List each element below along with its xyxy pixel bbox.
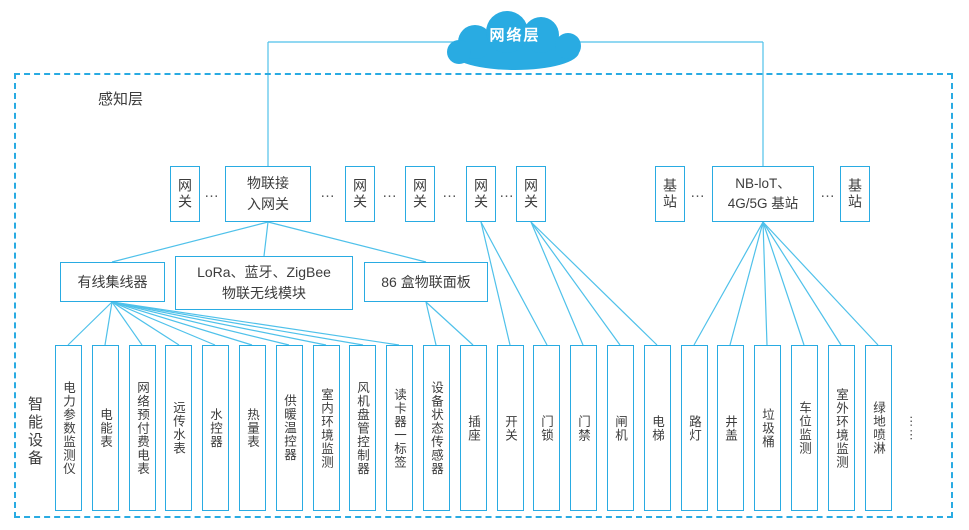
device-box: 绿地喷淋 [865,345,892,511]
device-label: 开关 [503,414,517,442]
gateway-label: 网关 [473,178,489,210]
device-label: 热量表 [245,407,259,449]
base-station-box: 基站 [655,166,685,222]
device-box: 电梯 [644,345,671,511]
device-label: 井盖 [723,414,737,442]
device-box: 井盖 [717,345,744,511]
device-box: 远传水表 [165,345,192,511]
gateway-box: 网关 [345,166,375,222]
base-station-label: 基站 [662,178,678,210]
device-box: …… [901,345,928,511]
gateway-box: 网关 [405,166,435,222]
device-label: 闸机 [613,414,627,442]
ellipsis: … [820,184,836,201]
device-box: 门禁 [570,345,597,511]
ellipsis: … [320,184,336,201]
device-box: 网络预付费电表 [129,345,156,511]
device-label: 门锁 [539,414,553,442]
device-box: 室外环境监测 [828,345,855,511]
device-box: 风机盘管控制器 [349,345,376,511]
iot-access-gateway-box: 物联接 入网关 [225,166,311,222]
device-label: 室外环境监测 [834,387,848,469]
base-station-label: 基站 [847,178,863,210]
device-box: 室内环境监测 [313,345,340,511]
device-box: 设备状态传感器 [423,345,450,511]
nb-base-station-box: NB-loT、 4G/5G 基站 [712,166,814,222]
device-label: 网络预付费电表 [135,380,149,476]
device-label: 插座 [466,414,480,442]
device-box: 车位监测 [791,345,818,511]
panel-86-label: 86 盒物联面板 [381,274,471,290]
device-box: 水控器 [202,345,229,511]
network-layer-label: 网络层 [489,27,541,44]
device-box: 读卡器一标签 [386,345,413,511]
device-label: 路灯 [687,414,701,442]
ellipsis: … [499,184,515,201]
device-box: 垃圾桶 [754,345,781,511]
device-box: 供暖温控器 [276,345,303,511]
ellipsis: … [204,184,220,201]
device-label: 绿地喷淋 [871,401,885,455]
device-label: 读卡器一标签 [392,387,406,469]
device-label: 室内环境监测 [319,387,333,469]
network-layer-cloud: 网络层 [425,10,605,76]
gateway-box: 网关 [516,166,546,222]
wired-hub-box: 有线集线器 [60,262,165,302]
device-box: 闸机 [607,345,634,511]
device-box: 热量表 [239,345,266,511]
device-label: 供暖温控器 [282,394,296,462]
gateway-label: 网关 [412,178,428,210]
device-box: 电力参数监测仪 [55,345,82,511]
ellipsis: … [690,184,706,201]
device-label: …… [907,414,922,442]
device-box: 开关 [497,345,524,511]
device-label: 水控器 [208,407,222,449]
device-box: 插座 [460,345,487,511]
device-label: 电梯 [650,414,664,442]
device-label: 门禁 [576,414,590,442]
panel-86-box: 86 盒物联面板 [364,262,488,302]
nb-base-station-label: NB-loT、 4G/5G 基站 [727,175,799,211]
smart-devices-label: 智能设备 [26,396,43,468]
ellipsis: … [442,184,458,201]
gateway-box: 网关 [466,166,496,222]
gateway-label: 网关 [523,178,539,210]
gateway-label: 网关 [177,178,193,210]
perception-layer-panel [14,73,953,518]
device-label: 电能表 [98,407,112,449]
device-label: 风机盘管控制器 [355,380,369,476]
wired-hub-label: 有线集线器 [77,274,148,290]
gateway-box: 网关 [170,166,200,222]
device-box: 门锁 [533,345,560,511]
device-box: 电能表 [92,345,119,511]
device-label: 电力参数监测仪 [61,380,75,476]
wireless-module-box: LoRa、蓝牙、ZigBee 物联无线模块 [175,256,353,310]
device-label: 远传水表 [171,401,185,455]
base-station-box: 基站 [840,166,870,222]
wireless-module-label: LoRa、蓝牙、ZigBee 物联无线模块 [197,264,331,301]
device-box: 路灯 [681,345,708,511]
iot-access-gateway-label: 物联接 入网关 [247,175,289,212]
device-label: 垃圾桶 [760,407,774,449]
perception-layer-label: 感知层 [98,91,144,108]
device-label: 设备状态传感器 [429,380,443,476]
gateway-label: 网关 [352,178,368,210]
device-label: 车位监测 [797,401,811,455]
ellipsis: … [382,184,398,201]
